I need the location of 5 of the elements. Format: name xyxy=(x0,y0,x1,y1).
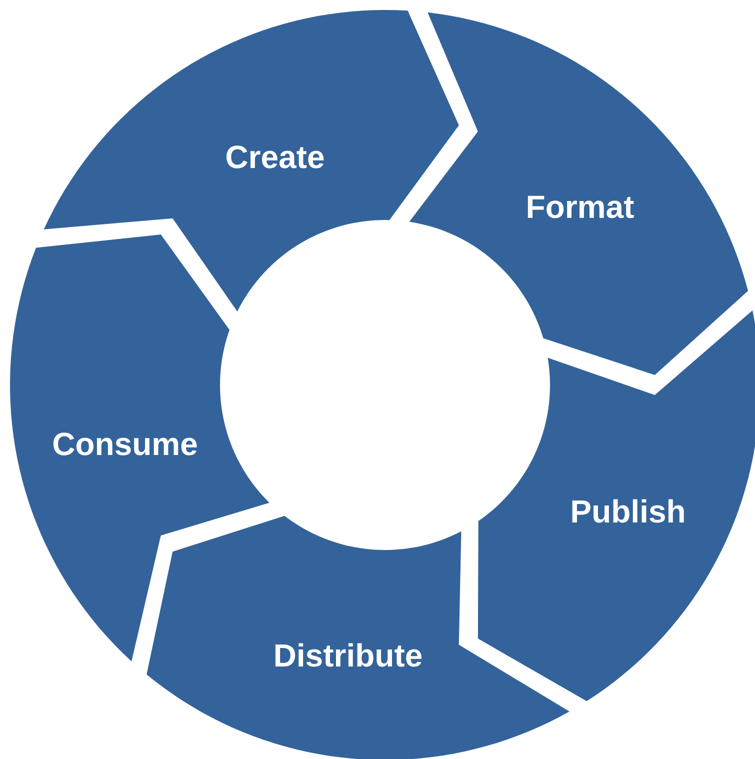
segment-label: Distribute xyxy=(275,643,422,667)
segment-label: Publish xyxy=(572,499,684,523)
segment-label: Create xyxy=(226,146,324,168)
segment-label: Format xyxy=(528,196,634,218)
segment-label: Consume xyxy=(53,432,197,456)
